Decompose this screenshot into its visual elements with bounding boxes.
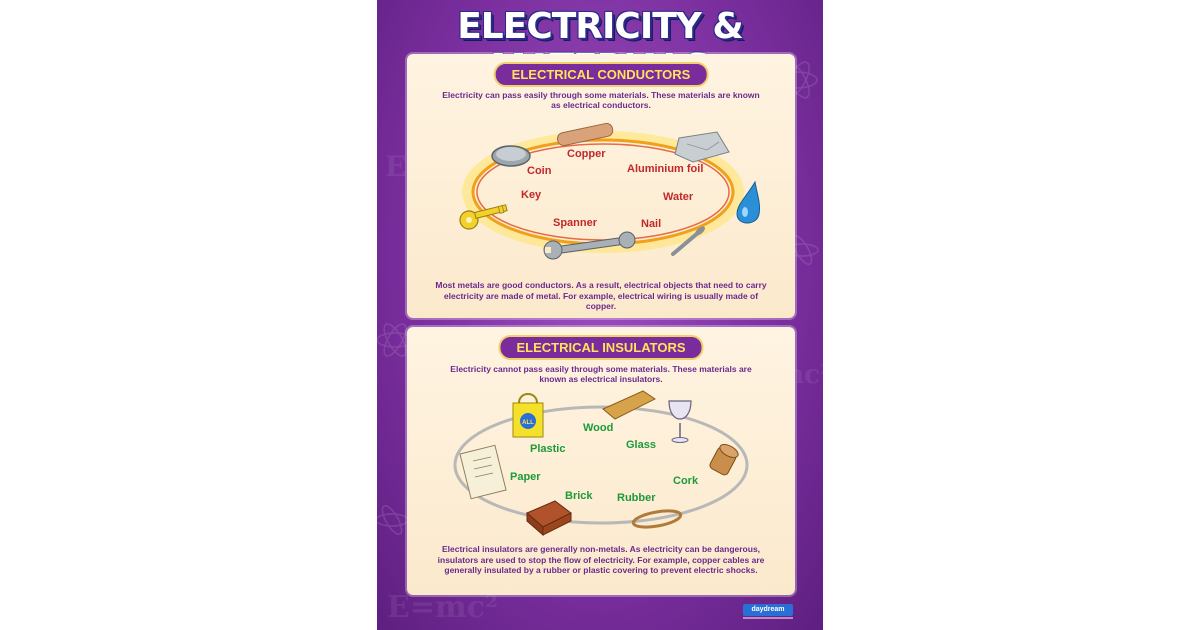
plastic-label: Plastic <box>530 443 566 455</box>
water-drop-icon <box>736 180 760 224</box>
publisher-logo-underline <box>743 617 793 619</box>
key-label: Key <box>521 189 542 201</box>
conductors-heading: ELECTRICAL CONDUCTORS <box>493 62 709 87</box>
paper-label: Paper <box>510 471 541 483</box>
publisher-logo: daydream <box>743 604 793 616</box>
bag-label: ALL <box>522 420 534 426</box>
glass-label: Glass <box>626 439 656 451</box>
water-label: Water <box>663 191 694 203</box>
wood-label: Wood <box>583 422 614 434</box>
aluminium-foil-icon <box>674 131 730 163</box>
coin-icon <box>491 145 531 167</box>
conductors-intro: Electricity can pass easily through some… <box>442 90 760 110</box>
spanner-icon <box>543 231 636 260</box>
insulators-diagram: ALL <box>453 390 749 537</box>
insulators-panel: ELECTRICAL INSULATORS Electricity cannot… <box>407 327 795 595</box>
cork-icon <box>709 444 739 476</box>
key-icon <box>459 204 508 230</box>
aluminium-foil-label: Aluminium foil <box>627 163 704 175</box>
poster: E=mc² E=mc² E=mc² ELECTRICITY & MATERIAL… <box>377 0 823 630</box>
insulator-loop <box>453 405 749 525</box>
brick-icon <box>526 500 572 537</box>
brick-label: Brick <box>565 490 593 502</box>
formula-deco: E=mc² <box>387 590 499 625</box>
nail-icon <box>671 226 705 256</box>
plastic-bag-icon: ALL <box>512 393 544 438</box>
cork-label: Cork <box>673 475 699 487</box>
copper-label: Copper <box>567 148 606 160</box>
glass-icon <box>668 400 692 443</box>
insulators-intro: Electricity cannot pass easily through s… <box>450 364 752 384</box>
insulators-outro: Electrical insulators are generally non-… <box>437 544 765 575</box>
spanner-label: Spanner <box>553 217 598 229</box>
conductors-diagram <box>459 122 760 260</box>
copper-icon <box>556 122 614 147</box>
insulators-heading: ELECTRICAL INSULATORS <box>498 335 704 360</box>
rubber-label: Rubber <box>617 492 656 504</box>
rubber-band-icon <box>631 509 683 529</box>
conductors-panel: ELECTRICAL CONDUCTORS Electricity can pa… <box>407 54 795 318</box>
coin-label: Coin <box>527 165 552 177</box>
paper-icon <box>459 444 507 500</box>
wood-icon <box>602 390 656 420</box>
nail-label: Nail <box>641 218 662 230</box>
conductors-outro: Most metals are good conductors. As a re… <box>435 280 767 311</box>
